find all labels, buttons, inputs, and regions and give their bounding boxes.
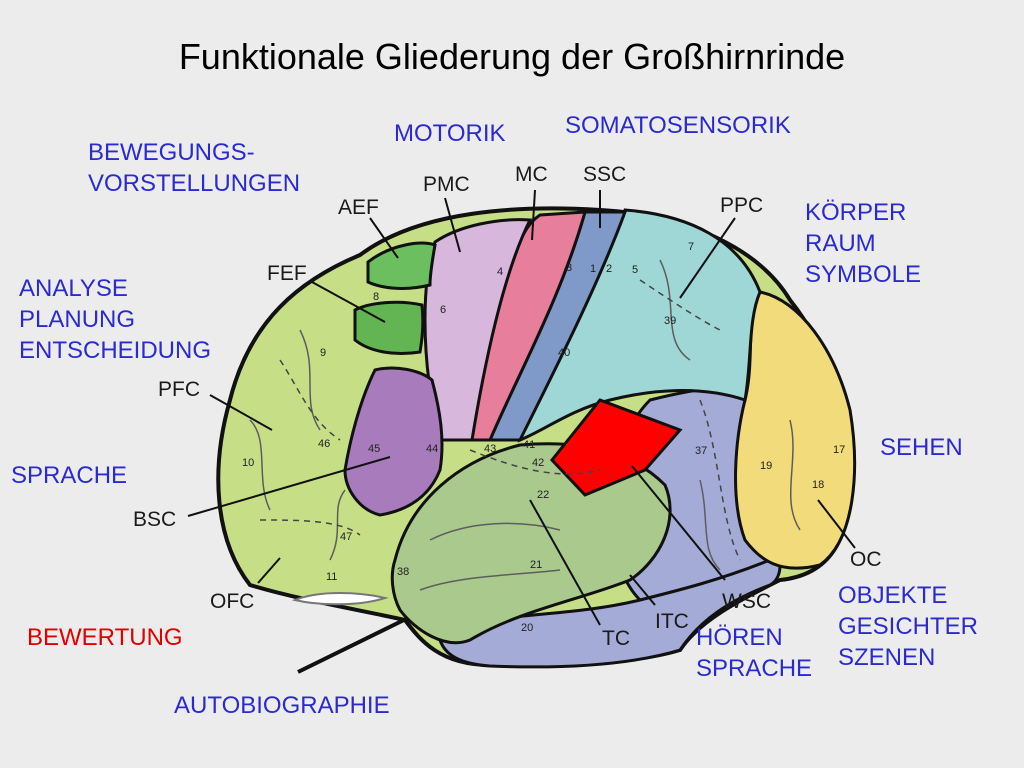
area-11: 11 xyxy=(326,571,337,583)
page-title: Funktionale Gliederung der Großhirnrinde xyxy=(178,36,846,77)
area-10: 10 xyxy=(242,457,254,469)
label-somatosensorik: SOMATOSENSORIK xyxy=(565,112,791,139)
label-motorik: MOTORIK xyxy=(394,120,506,147)
area-21: 21 xyxy=(530,559,542,571)
area-19: 19 xyxy=(760,460,772,472)
sulci xyxy=(249,259,801,591)
label-tc: TC xyxy=(602,627,630,650)
temporal-region xyxy=(390,442,672,645)
label-ssc: SSC xyxy=(583,163,626,186)
area-2: 2 xyxy=(606,263,612,275)
olfactory-bulb xyxy=(291,592,389,606)
label-bewertung: BEWERTUNG xyxy=(27,624,183,651)
label-aef: AEF xyxy=(338,196,379,219)
label-objekte-gesichter-szenen: OBJEKTE GESICHTER SZENEN xyxy=(838,582,979,671)
label-sprache: SPRACHE xyxy=(11,462,128,489)
pmc-region xyxy=(423,218,533,442)
label-mc: MC xyxy=(515,163,548,186)
broca-region xyxy=(343,366,444,517)
area-45: 45 xyxy=(368,443,380,455)
label-bewegungs-vorstellungen: BEWEGUNGS- VORSTELLUNGEN xyxy=(88,139,301,197)
area-41: 41 xyxy=(523,439,535,451)
area-1: 1 xyxy=(590,263,596,275)
area-6: 6 xyxy=(440,304,446,316)
label-fef: FEF xyxy=(267,262,307,285)
area-39: 39 xyxy=(664,315,676,327)
label-itc: ITC xyxy=(655,610,689,633)
area-42: 42 xyxy=(532,457,544,469)
area-17: 17 xyxy=(833,444,845,456)
itc-region xyxy=(438,517,782,669)
area-8: 8 xyxy=(373,291,379,303)
area-22: 22 xyxy=(537,489,549,501)
area-9: 9 xyxy=(320,347,326,359)
wernicke-region xyxy=(550,398,683,497)
area-7: 7 xyxy=(688,241,694,253)
fef-region xyxy=(353,300,425,355)
label-wsc: WSC xyxy=(722,590,771,613)
area-47: 47 xyxy=(340,531,352,543)
area-20: 20 xyxy=(521,622,533,634)
area-43: 43 xyxy=(484,443,496,455)
area-5: 5 xyxy=(632,264,638,276)
area-3: 3 xyxy=(566,262,572,274)
leader-lines xyxy=(187,189,856,674)
area-40: 40 xyxy=(558,347,570,359)
occipital-region xyxy=(734,290,857,570)
label-koerper-raum-symbole: KÖRPER RAUM SYMBOLE xyxy=(805,199,922,288)
label-pfc: PFC xyxy=(158,378,200,401)
area-38: 38 xyxy=(397,566,409,578)
area-18: 18 xyxy=(812,479,824,491)
label-ppc: PPC xyxy=(720,194,763,217)
label-oc: OC xyxy=(850,548,882,571)
area-4: 4 xyxy=(497,266,503,278)
label-bsc: BSC xyxy=(133,508,176,531)
label-sehen: SEHEN xyxy=(880,434,963,461)
label-ofc: OFC xyxy=(210,590,254,613)
area-37: 37 xyxy=(695,445,707,457)
label-autobiographie: AUTOBIOGRAPHIE xyxy=(174,692,390,719)
dashed-borders xyxy=(259,279,741,561)
area-44: 44 xyxy=(426,443,438,455)
label-hoeren-sprache: HÖREN SPRACHE xyxy=(696,624,813,682)
aef-region xyxy=(366,241,437,290)
label-pmc: PMC xyxy=(423,173,470,196)
area-46: 46 xyxy=(318,438,330,450)
label-analyse-planung-entscheidung: ANALYSE PLANUNG ENTSCHEIDUNG xyxy=(19,275,212,364)
